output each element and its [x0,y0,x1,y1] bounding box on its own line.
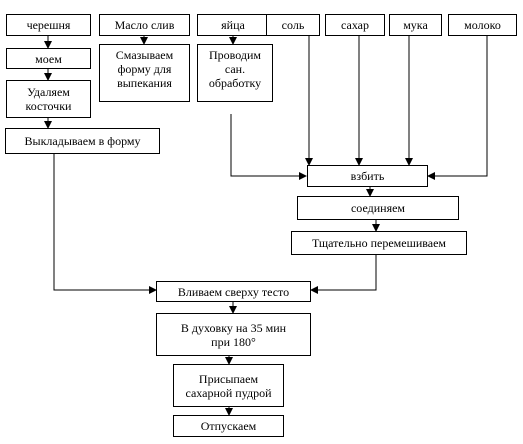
node-eggs: яйца [197,14,269,36]
edge-sanitize-whisk [230,114,307,180]
node-whisk: взбить [307,165,428,187]
node-oven: В духовку на 35 мин при 180° [156,313,311,356]
node-wash: моем [6,48,91,69]
node-plum-oil: Масло слив [99,14,190,36]
node-lay-in-form: Выкладываем в форму [5,128,160,154]
node-mix-thoroughly: Тщательно перемешиваем [291,231,467,255]
node-milk: молоко [448,14,517,36]
node-sanitize: Проводим сан. обработку [197,44,273,102]
node-combine: соединяем [297,196,459,220]
node-salt: соль [266,14,320,36]
edge-mix-pour [310,255,377,294]
node-flour: мука [389,14,442,36]
node-remove-pits: Удаляем косточки [6,80,91,118]
node-sugar: сахар [325,14,385,36]
node-sprinkle: Присыпаем сахарной пудрой [173,364,284,407]
node-cherries: черешня [6,14,91,36]
edge-lay-pour [53,154,157,294]
node-pour-batter: Вливаем сверху тесто [156,281,311,302]
node-grease-form: Смазываем форму для выпекания [99,44,190,102]
edge-milk-whisk [427,36,488,180]
node-serve: Отпускаем [173,415,284,437]
